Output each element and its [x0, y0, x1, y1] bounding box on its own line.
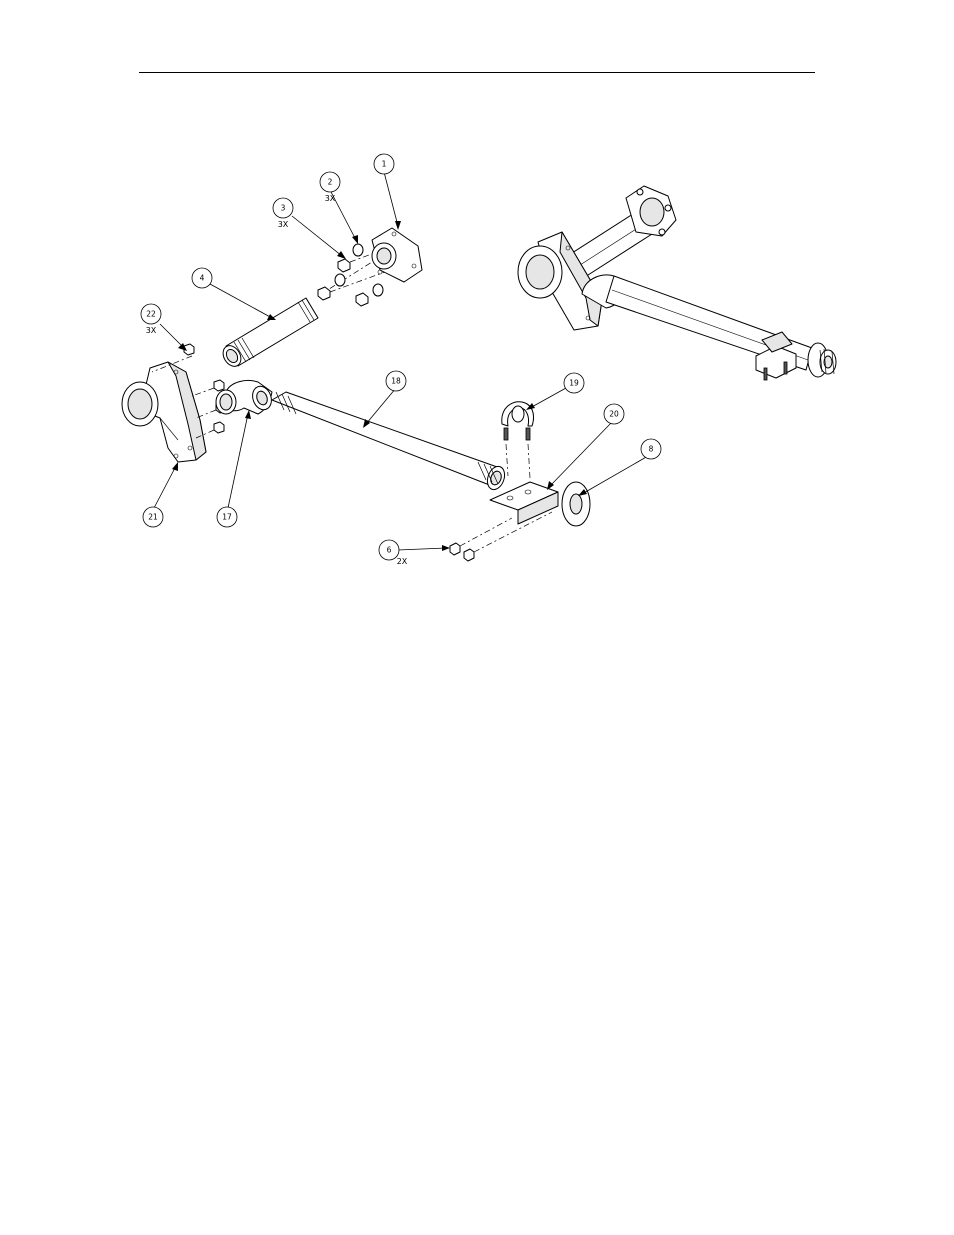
callout-22-qty: 3X [146, 326, 157, 335]
callout-4: 4 [192, 268, 212, 288]
part-19-u-bolt [502, 402, 534, 478]
callout-2-number: 2 [328, 178, 333, 187]
callout-22-number: 22 [146, 310, 156, 319]
callout-6-qty: 2X [397, 557, 408, 566]
part-4-short-pipe [219, 262, 372, 370]
callout-19: 19 [564, 373, 584, 393]
callout-3-number: 3 [281, 204, 286, 213]
callout-8: 8 [641, 439, 661, 459]
part-18-long-pipe [272, 392, 508, 492]
callout-17: 17 [217, 507, 237, 527]
callout-2-qty: 3X [325, 194, 336, 203]
part-6-bolts [450, 512, 552, 561]
assembled-view [518, 186, 836, 380]
callout-17-number: 17 [222, 513, 232, 522]
callout-20-number: 20 [609, 410, 619, 419]
callout-6: 6 2X [379, 540, 408, 566]
callout-19-number: 19 [569, 379, 579, 388]
callout-20: 20 [604, 404, 624, 424]
callout-18-number: 18 [391, 377, 401, 386]
callout-18: 18 [386, 371, 406, 391]
callout-6-number: 6 [387, 546, 392, 555]
callout-8-number: 8 [649, 445, 654, 454]
callout-21: 21 [143, 507, 163, 527]
callout-3: 3 3X [273, 198, 293, 229]
callout-2: 2 3X [320, 172, 340, 203]
part-1-flange [372, 228, 422, 282]
part-21-housing [122, 362, 206, 462]
callout-21-number: 21 [148, 513, 158, 522]
callout-3-qty: 3X [278, 220, 289, 229]
callout-1-number: 1 [382, 160, 387, 169]
part-8-washer [562, 482, 590, 526]
callout-1: 1 [374, 154, 394, 174]
callout-22: 22 3X [141, 304, 161, 335]
callout-4-number: 4 [200, 274, 205, 283]
part-17-elbow [216, 380, 275, 414]
